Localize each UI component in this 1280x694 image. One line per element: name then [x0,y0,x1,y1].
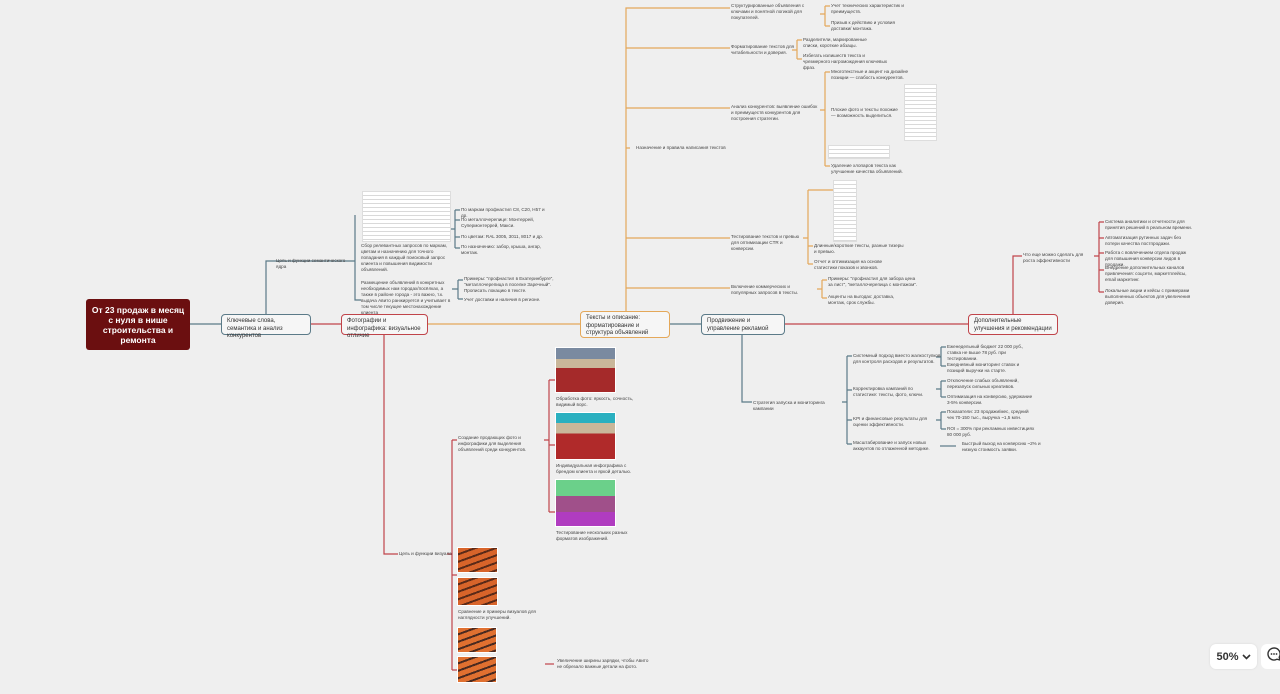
node-ads-child[interactable]: Еженедельный бюджет 22 000 руб., ставка … [947,344,1024,361]
table-screenshot-image[interactable] [362,191,451,242]
node-extra[interactable]: Дополнительные улучшения и рекомендации [968,314,1058,335]
node-photos-width[interactable]: Увеличение ширины зарядки, чтобы Авито н… [557,658,649,669]
node-extra-item[interactable]: Внедрение дополнительных каналов привлеч… [1105,265,1187,282]
infographic-image[interactable] [555,412,616,460]
node-texts-child[interactable]: Разделители, маркированные списки, корот… [803,37,867,48]
roof-before-image[interactable] [457,627,497,653]
node-kw-collect[interactable]: Сбор релевантных запросов по маркам, цве… [361,243,448,272]
node-kw-sub[interactable]: По цветам: RAL 3005, 3011, 8017 и др. [461,234,543,239]
node-kw-sub[interactable]: По маркам профнастил С8, С20, Н57 и др. [461,207,545,218]
node-ads[interactable]: Продвижение и управление рекламой [701,314,785,335]
node-extra-item[interactable]: Работа с вовлечением отдела продаж для п… [1105,250,1187,267]
node-kw-placement[interactable]: Размещение объявлений в конкретных необх… [361,280,451,315]
node-ads-child[interactable]: Отключение слабых объявлений, перезапуск… [947,378,1019,389]
node-texts-child[interactable]: Длинные/короткие тексты, разные тизеры и… [814,243,904,254]
chat-bubble-icon [1266,646,1280,667]
chevron-down-icon [1241,651,1251,663]
node-texts-child[interactable]: Удаление хлопаров текста как улучшение к… [831,163,903,174]
competitor-screenshot-image[interactable] [904,84,937,141]
photo-caption: Тестирование нескольких разных форматов … [556,530,628,541]
node-texts-item[interactable]: Включение коммерческих и популярных запр… [731,284,799,295]
node-texts-child[interactable]: Акценты на выгодах: доставка, монтаж, ср… [828,294,895,305]
node-extra-item[interactable]: Система аналитики и отчетности для приня… [1105,219,1192,230]
tile-before-image[interactable] [457,547,498,573]
zoom-level-dropdown[interactable]: 50% [1210,644,1257,669]
node-texts-item[interactable]: Тестирование текстов и превью для оптими… [731,234,800,251]
zoom-level-label: 50% [1216,650,1239,663]
node-texts-child[interactable]: Избегать излишеств текста и чрезмерного … [803,53,888,70]
photo-caption: Индивидуальная инфографика с брендом кли… [556,463,632,474]
tile-after-image[interactable] [457,577,498,606]
node-ads-child[interactable]: ROI = 300% при рекламных инвестициях 80 … [947,426,1035,437]
node-texts-item[interactable]: Форматирование текстов для читабельности… [731,44,795,55]
node-photos-create[interactable]: Создание продающих фото и инфографики дл… [458,435,527,452]
node-ads-strategy[interactable]: Стратегия запуска и мониторинга кампании [753,400,825,411]
roof-tiles-image[interactable] [555,479,616,527]
node-ads-child[interactable]: Показатели: 23 продажи/мес, средний чек … [947,409,1029,420]
root-label: От 23 продаж в месяц с нуля в нише строи… [91,304,185,345]
node-ads-child[interactable]: Оптимизация на конверсию, удержание 3-5%… [947,394,1033,405]
node-ads-item[interactable]: KPI и финансовые результаты для оценки э… [853,416,927,427]
node-texts-rules[interactable]: Назначение и правила написания текстов [636,145,726,150]
node-label: Фотографии и инфографика: визуальное отл… [347,318,421,339]
node-label: Тексты и описание: форматирование и стру… [586,315,649,336]
text-screenshot-image[interactable] [828,145,890,159]
photo-caption: Обработка фото: яркость, сочность, видим… [556,396,634,407]
node-ads-child[interactable]: Ежедневный мониторинг ставок и позиций в… [947,362,1020,373]
node-texts[interactable]: Тексты и описание: форматирование и стру… [580,311,670,338]
node-texts-item[interactable]: Структурированные объявления с ключами и… [731,3,805,20]
node-keywords[interactable]: Ключевые слова, семантика и анализ конку… [221,314,311,339]
node-texts-child[interactable]: Многотекстные и акцент на дизайне позици… [831,69,909,80]
node-label: Ключевые слова, семантика и анализ конку… [227,318,283,339]
node-texts-child[interactable]: Учет технических характеристик и преимущ… [831,3,904,14]
node-kw-sub[interactable]: По металлочерепице: Монтеррей, Супермонт… [461,217,535,228]
node-extra-question[interactable]: Что еще можно сделать для роста эффектив… [1023,252,1084,263]
fence-photo-image[interactable] [555,347,616,393]
node-label: Продвижение и управление рекламой [707,318,769,332]
node-ads-item[interactable]: Корректировка кампаний по статистике: те… [853,386,924,397]
node-kw-sub2[interactable]: Учет доставки и наличия в регионе. [464,297,541,302]
node-extra-item[interactable]: Локальные акции и кейсы с примерами выпо… [1105,288,1191,305]
node-kw-sub[interactable]: По назначению: забор, крыша, ангар, монт… [461,244,541,255]
roof-after-image[interactable] [457,656,497,683]
node-ads-item[interactable]: Масштабирование и запуск новых аккаунтов… [853,440,930,451]
comments-button[interactable] [1261,644,1280,669]
node-ads-child[interactable]: Быстрый выход на конверсию ~2% и низкую … [962,441,1041,452]
node-texts-child[interactable]: Отчет и оптимизация на основе статистики… [814,259,883,270]
node-photos-goal[interactable]: Цель и функции визуала [399,551,452,556]
node-texts-child[interactable]: Призыв к действию и условия доставки/ мо… [831,20,895,31]
ad-preview-image[interactable] [833,180,857,242]
root-node[interactable]: От 23 продаж в месяц с нуля в нише строи… [86,299,190,350]
node-extra-item[interactable]: Автоматизация рутинных задач без потери … [1105,235,1181,246]
node-texts-item[interactable]: Анализ конкурентов: выявление ошибок и п… [731,104,818,121]
node-texts-child[interactable]: Примеры: "профнастил для забора цена за … [828,276,918,287]
node-texts-child[interactable]: Плохие фото и тексты похожие — возможнос… [831,107,898,118]
node-ads-item[interactable]: Системный подход вместо жалкоступков для… [853,353,941,364]
node-photos[interactable]: Фотографии и инфографика: визуальное отл… [341,314,428,339]
node-photos-compare[interactable]: Сравнение и примеры визуалов для наглядн… [458,609,536,620]
node-kw-goal[interactable]: Цель и функции семантического ядра [276,258,346,269]
node-label: Дополнительные улучшения и рекомендации [974,318,1052,332]
node-kw-sub2[interactable]: Примеры: "профнастил в Екатеринбурге", "… [464,276,554,293]
